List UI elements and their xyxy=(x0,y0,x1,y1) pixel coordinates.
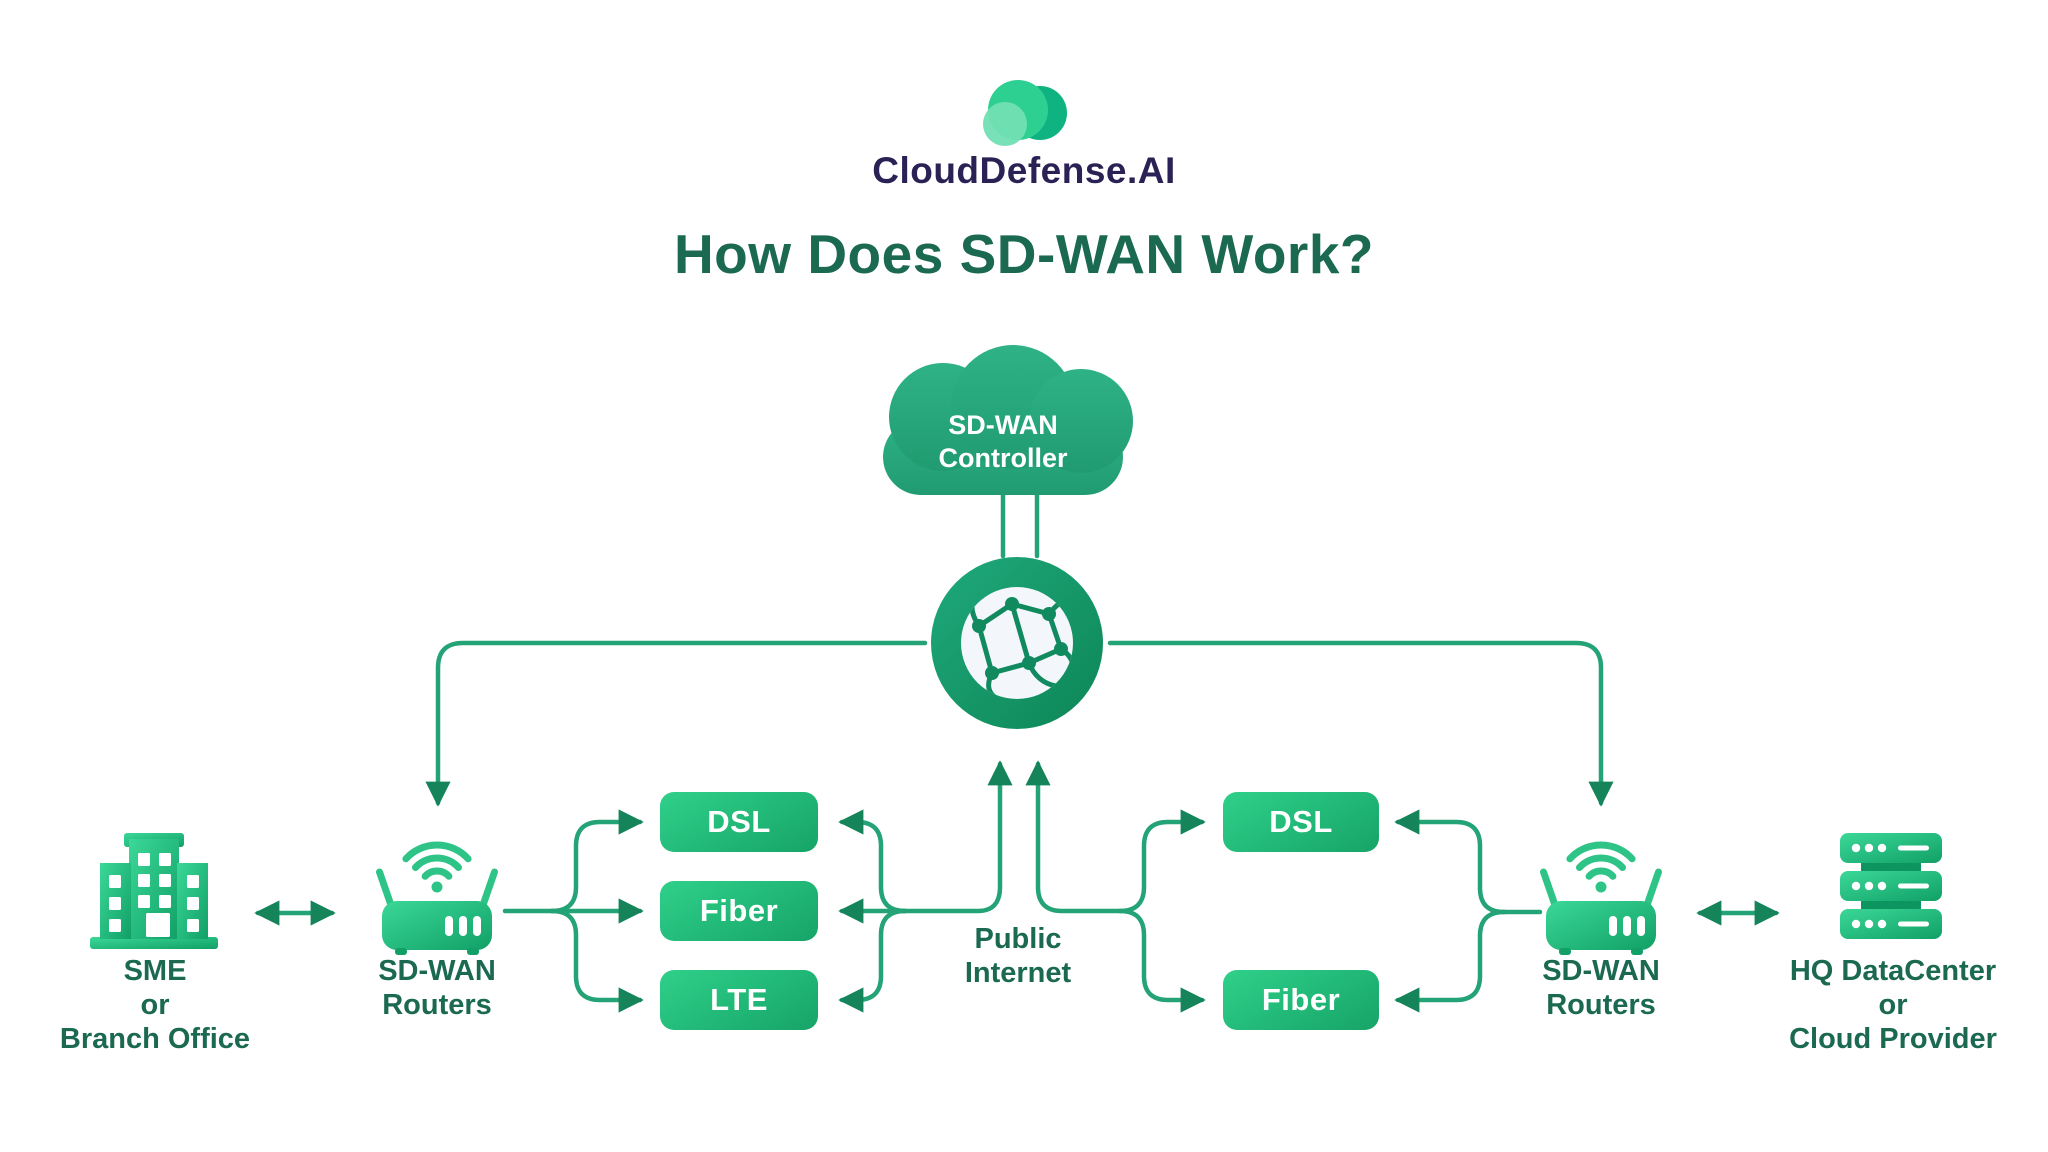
link-box-left-lte: LTE xyxy=(660,970,818,1030)
public-internet-label: Public Internet xyxy=(964,923,1072,989)
arrow-right-links-to-globe xyxy=(1025,760,1123,914)
wire-globe-to-left-router xyxy=(425,640,928,807)
link-box-left-fiber: Fiber xyxy=(660,881,818,941)
controller-label: SD-WAN Controller xyxy=(938,410,1068,473)
arrow-internet-to-left-lte xyxy=(838,908,908,1013)
arrow-right-router-to-fiber xyxy=(1394,909,1507,1013)
arrow-internet-to-left-dsl xyxy=(838,809,908,914)
link-box-right-dsl: DSL xyxy=(1223,792,1379,852)
arrow-internet-to-right-dsl xyxy=(1117,809,1206,914)
brand-logo-icon xyxy=(983,80,1067,146)
link-box-right-fiber: Fiber xyxy=(1223,970,1379,1030)
wifi-router-icon-right xyxy=(1540,841,1662,955)
arrow-left-router-to-lte xyxy=(549,908,644,1013)
left-router-label: SD-WAN Routers xyxy=(378,955,496,1021)
server-rack-icon xyxy=(1840,833,1942,939)
wifi-router-icon-left xyxy=(376,841,498,955)
arrow-left-links-to-globe xyxy=(902,760,1013,914)
sme-label: SME or Branch Office xyxy=(59,955,251,1055)
page-title: How Does SD-WAN Work? xyxy=(673,223,1375,285)
building-icon xyxy=(90,833,218,949)
globe-network-icon xyxy=(931,557,1103,729)
arrow-internet-to-right-fiber xyxy=(1117,908,1206,1013)
link-box-left-dsl: DSL xyxy=(660,792,818,852)
arrow-left-router-to-dsl xyxy=(549,809,644,914)
wire-globe-to-right-router xyxy=(1107,640,1614,807)
brand-name: CloudDefense.AI xyxy=(872,150,1176,191)
right-router-label: SD-WAN Routers xyxy=(1542,955,1660,1021)
arrow-right-router-to-dsl xyxy=(1394,809,1507,915)
controller-cloud-icon xyxy=(883,345,1133,495)
hq-label: HQ DataCenter or Cloud Provider xyxy=(1789,955,1997,1055)
